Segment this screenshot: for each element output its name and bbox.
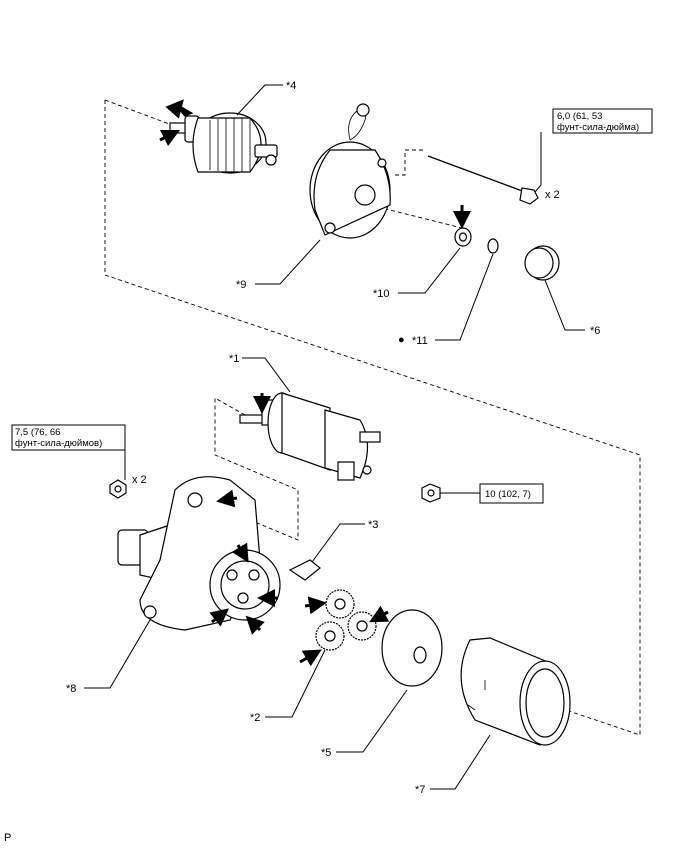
yoke-assembly <box>460 637 571 746</box>
label-part-5: *5 <box>321 747 331 759</box>
label-part-10: *10 <box>373 288 390 300</box>
label-bullet: ● <box>398 334 405 346</box>
label-part-8: *8 <box>66 683 76 695</box>
label-part-3: *3 <box>368 519 378 531</box>
label-part-2: *2 <box>250 712 260 724</box>
housing-nut <box>109 479 127 499</box>
torque-bolt-line2: фунт-сила-дюйма) <box>557 122 639 133</box>
drive-lever <box>288 559 321 581</box>
footer-code: P <box>4 832 12 844</box>
armature <box>169 112 278 174</box>
torque-terminal-text: 10 (102, 7) <box>485 489 531 500</box>
label-part-4: *4 <box>286 80 296 92</box>
commutator-end-frame <box>309 103 391 239</box>
center-plate <box>381 609 443 687</box>
torque-nut-line1: 7,5 (76, 66 <box>15 427 60 438</box>
torque-box-terminal-nut: 10 (102, 7) <box>479 483 544 504</box>
torque-nut-line2: фунт-сила-дюймов) <box>15 438 102 449</box>
planetary-gears <box>315 589 377 651</box>
through-bolt <box>427 155 539 205</box>
label-part-6: *6 <box>590 325 600 337</box>
torque-box-nut: 7,5 (76, 66 фунт-сила-дюймов) <box>11 424 126 451</box>
starter-housing <box>117 476 281 631</box>
terminal-nut <box>421 483 441 503</box>
label-part-9: *9 <box>236 279 246 291</box>
torque-box-through-bolt: 6,0 (61, 53 фунт-сила-дюйма) <box>552 108 653 134</box>
lock-ring <box>487 238 499 254</box>
label-part-11: *11 <box>412 335 428 347</box>
torque-bolt-line1: 6,0 (61, 53 <box>557 111 602 122</box>
washer <box>454 227 472 247</box>
nut-quantity: x 2 <box>132 474 147 486</box>
leader-lines <box>84 84 585 790</box>
end-cap <box>524 245 560 281</box>
magnetic-switch <box>239 392 381 481</box>
label-part-1: *1 <box>229 353 239 365</box>
inspection-arrows <box>159 106 471 667</box>
label-part-7: *7 <box>415 784 425 796</box>
bolt-quantity: x 2 <box>545 189 560 201</box>
